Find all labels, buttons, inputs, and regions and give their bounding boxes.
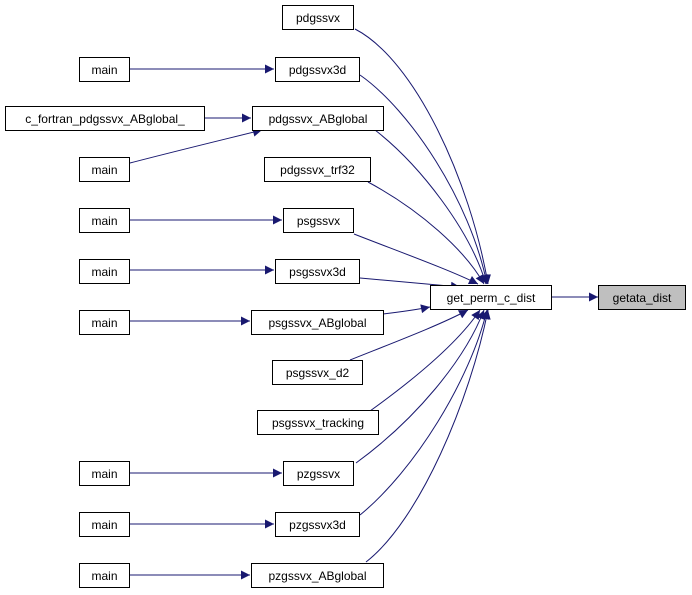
node-pdgssvx-trf32[interactable]: pdgssvx_trf32 xyxy=(264,157,371,182)
edge-pdgssvx-trf32-to-get-perm-c-dist xyxy=(367,181,485,285)
edge-pzgssvx-to-get-perm-c-dist xyxy=(355,309,486,464)
node-main-3[interactable]: main xyxy=(79,208,130,233)
node-main-1[interactable]: main xyxy=(79,57,130,82)
node-get-perm-c-dist[interactable]: get_perm_c_dist xyxy=(430,285,552,310)
node-main-7[interactable]: main xyxy=(79,512,130,537)
node-pzgssvx-abglobal[interactable]: pzgssvx_ABglobal xyxy=(251,563,384,588)
edge-psgssvx-to-get-perm-c-dist xyxy=(353,233,479,285)
node-pdgssvx[interactable]: pdgssvx xyxy=(282,5,354,30)
edge-pdgssvx-to-get-perm-c-dist xyxy=(354,28,491,285)
node-main-8[interactable]: main xyxy=(79,563,130,588)
node-psgssvx-abglobal[interactable]: psgssvx_ABglobal xyxy=(251,310,384,335)
edge-psgssvx-d2-to-get-perm-c-dist xyxy=(349,309,469,361)
node-psgssvx-d2[interactable]: psgssvx_d2 xyxy=(272,360,363,385)
edge-pdgssvx-abglobal-to-get-perm-c-dist xyxy=(374,129,488,285)
node-main-5[interactable]: main xyxy=(79,310,130,335)
node-psgssvx3d[interactable]: psgssvx3d xyxy=(275,259,360,284)
node-pdgssvx-abglobal[interactable]: pdgssvx_ABglobal xyxy=(252,106,384,131)
node-main-4[interactable]: main xyxy=(79,259,130,284)
node-psgssvx-tracking[interactable]: psgssvx_tracking xyxy=(257,410,379,435)
node-getata-dist: getata_dist xyxy=(598,285,686,310)
edge-pzgssvx-abglobal-to-get-perm-c-dist xyxy=(365,309,491,563)
edge-main-2-to-pdgssvx-abglobal xyxy=(129,127,263,164)
node-psgssvx[interactable]: psgssvx xyxy=(283,208,354,233)
edge-pzgssvx3d-to-get-perm-c-dist xyxy=(359,309,490,516)
edge-pdgssvx3d-to-get-perm-c-dist xyxy=(359,74,490,285)
node-pzgssvx[interactable]: pzgssvx xyxy=(283,461,354,486)
node-c-fortran-pdgssvx-abglobal[interactable]: c_fortran_pdgssvx_ABglobal_ xyxy=(5,106,205,131)
node-main-2[interactable]: main xyxy=(79,157,130,182)
node-pzgssvx3d[interactable]: pzgssvx3d xyxy=(275,512,360,537)
node-main-6[interactable]: main xyxy=(79,461,130,486)
edge-psgssvx-tracking-to-get-perm-c-dist xyxy=(369,309,481,412)
node-pdgssvx3d[interactable]: pdgssvx3d xyxy=(275,57,360,82)
edge-psgssvx-abglobal-to-get-perm-c-dist xyxy=(382,304,431,315)
